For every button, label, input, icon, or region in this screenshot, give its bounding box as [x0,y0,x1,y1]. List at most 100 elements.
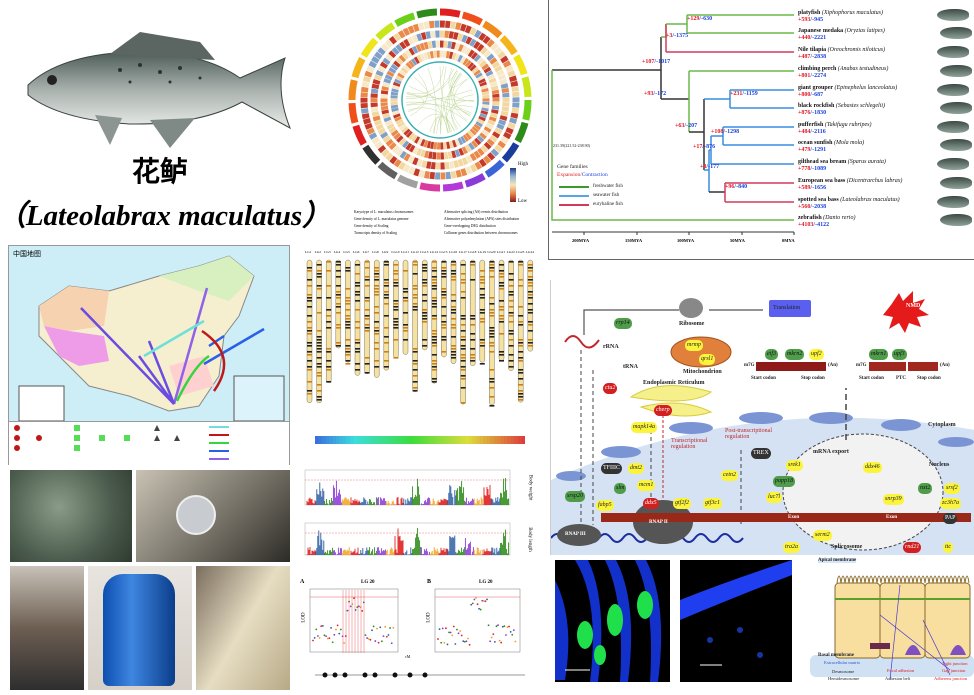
chromosome-band [345,363,350,365]
chromosome-band [528,276,533,278]
chromosome-band [441,324,446,326]
density-scale-cell [473,436,477,444]
chromosome-band [393,339,398,341]
track-segment [474,128,476,130]
chromosome-band [518,390,523,392]
lod-point [361,610,363,612]
chromosome-band [480,288,485,290]
track-segment [476,164,480,166]
chromosome-band [499,300,504,302]
lod-point [507,626,509,628]
fish-thumbnail [940,177,972,189]
leaf-gene-family-change: +560/-2038 [798,204,826,210]
contraction-count: /-1089 [810,166,826,172]
chromosome-band [413,297,418,299]
density-scale-cell [389,436,393,444]
chromosome-label: LG17 [459,250,467,254]
track-segment [391,39,395,42]
track-segment [402,126,404,128]
track-segment [381,129,383,133]
density-scale-cell [511,436,515,444]
track-segment [390,72,392,75]
chromosome-arc [355,59,362,78]
density-scale-cell [455,436,459,444]
transcriptional-regulation-label: Transcriptional regulation [671,438,721,450]
chromosome-band [470,360,475,362]
lod-point [319,637,321,639]
chromosome-band [374,321,379,323]
contraction-count: /-1656 [810,185,826,191]
panel-a-label: A [300,579,304,585]
density-scale-cell [501,436,505,444]
chromosome-band [461,291,466,293]
gene-srsf2: srsf2 [944,483,960,494]
lod-point [481,600,483,602]
lod-point [384,626,386,628]
track-segment [487,128,489,131]
chromosome-band [374,270,379,272]
gene-eif3: eif3 [765,349,778,360]
lod-point [379,626,381,628]
lod-point [494,641,496,643]
species-common-name: European sea bass [798,178,847,184]
chromosome-band [326,351,331,353]
chromosome-band [336,324,341,326]
gene-rrp14: rrp14 [614,318,632,329]
density-scale-cell [417,436,421,444]
chromosome-band [451,351,456,353]
track-segment [515,108,516,113]
density-scale-cell [494,436,498,444]
track-segment [387,79,388,82]
track-segment [480,120,481,123]
density-scale-cell [459,436,463,444]
track-segment [499,71,501,75]
photo-fish-pond [10,470,132,562]
track-segment [394,50,397,53]
track-segment [398,60,400,63]
chromosome-band [307,327,312,329]
chromosome-band [345,270,350,272]
chromosome-band [518,321,523,323]
chromosome-band [509,315,514,317]
exon-1: Exon [788,515,799,520]
chromosome-band [528,309,533,311]
expansion-count: +487 [798,54,810,60]
chromosome-band [365,285,370,287]
contraction-count: /-945 [810,17,823,23]
track-segment [486,144,489,147]
epithelium-diagram: Apical membrane Basal membrane Extracell… [810,555,974,690]
candidate-gene-marker [373,673,378,678]
track-segment [473,143,476,145]
chromosome-band [345,351,350,353]
track-segment [459,47,462,48]
legend-seawater: seawater fish [593,193,619,198]
species-common-name: climbing perch [798,66,838,72]
chromosome-band [518,315,523,317]
lod-point [448,632,450,634]
expansion-count: +778 [798,166,810,172]
chromosome-band [307,270,312,272]
leaf-gene-family-change: +484/-2116 [798,129,826,135]
track-segment [427,165,431,166]
chromosome-band [326,348,331,350]
leaf-label: gilthead sea bream (Sparus aurata) [798,159,886,165]
stop-codon-1: Stop codon [801,376,825,381]
track-segment [462,139,464,140]
lod-point [333,634,335,636]
photo-sampling [10,566,84,690]
density-scale-cell [420,436,424,444]
chromosome-band [480,270,485,272]
chromosome-label: LG12 [411,250,419,254]
track-segment [490,75,491,78]
track-segment [392,159,396,162]
track-segment [386,114,387,117]
fish-thumbnail [937,196,969,208]
density-scale-cell [364,436,368,444]
leaf-label: Japanese medaka (Oryzias latipes) [798,28,885,34]
track-segment [500,125,502,129]
chromosome-band [403,324,408,326]
track-segment [495,90,496,93]
track-segment [456,26,461,27]
track-segment [407,53,410,55]
chromosome-band [432,330,437,332]
